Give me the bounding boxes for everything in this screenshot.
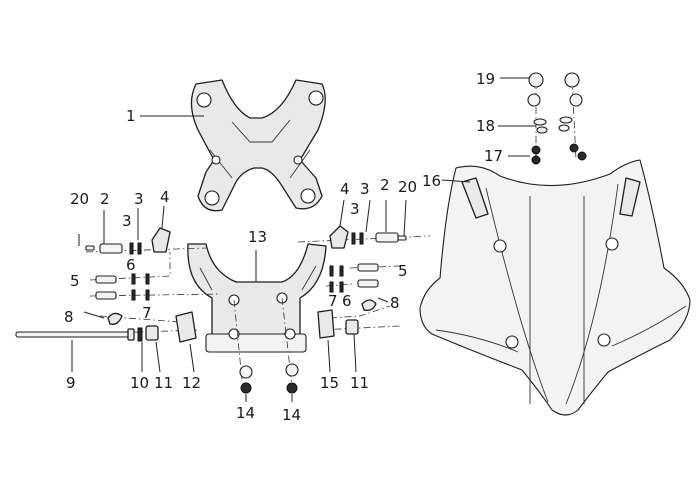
leader-lines <box>71 77 536 402</box>
callout-11-left: 11 <box>154 374 173 392</box>
callout-12: 12 <box>182 374 201 392</box>
callout-18: 18 <box>476 117 495 135</box>
callout-19: 19 <box>476 70 495 88</box>
callout-8-right: 8 <box>390 294 400 312</box>
callout-14-left: 14 <box>236 404 255 422</box>
callout-8-left: 8 <box>64 308 74 326</box>
callout-4-left: 4 <box>160 188 170 206</box>
callout-2-right: 2 <box>380 176 390 194</box>
callout-3-left-upper: 3 <box>134 190 144 208</box>
callout-20-right: 20 <box>398 178 417 196</box>
callout-3-left-lower: 3 <box>122 212 132 230</box>
callout-11-right: 11 <box>350 374 369 392</box>
callout-7-left: 7 <box>142 304 152 322</box>
callout-6-left: 6 <box>126 256 136 274</box>
hardware-parts <box>15 72 587 394</box>
callout-17: 17 <box>484 147 503 165</box>
upper-bracket-part <box>190 79 326 212</box>
callout-6-right: 6 <box>342 292 352 310</box>
callout-5-left: 5 <box>70 272 80 290</box>
windscreen-part <box>419 159 691 416</box>
callout-5-right: 5 <box>398 262 408 280</box>
callout-7-right: 7 <box>328 292 338 310</box>
callout-20-left: 20 <box>70 190 89 208</box>
callout-13: 13 <box>248 228 267 246</box>
callout-9: 9 <box>66 374 76 392</box>
callout-16: 16 <box>422 172 441 190</box>
callout-15: 15 <box>320 374 339 392</box>
callout-2-left: 2 <box>100 190 110 208</box>
callout-3-right-upper: 3 <box>360 180 370 198</box>
callout-labels: 1 19 18 17 16 20 2 3 3 4 6 5 7 8 9 10 11… <box>64 70 503 424</box>
callout-4-right: 4 <box>340 180 350 198</box>
callout-3-right-lower: 3 <box>350 200 360 218</box>
callout-14-right: 14 <box>282 406 301 424</box>
callout-10: 10 <box>130 374 149 392</box>
mounting-bracket-part <box>187 243 327 353</box>
callout-1: 1 <box>126 107 136 125</box>
